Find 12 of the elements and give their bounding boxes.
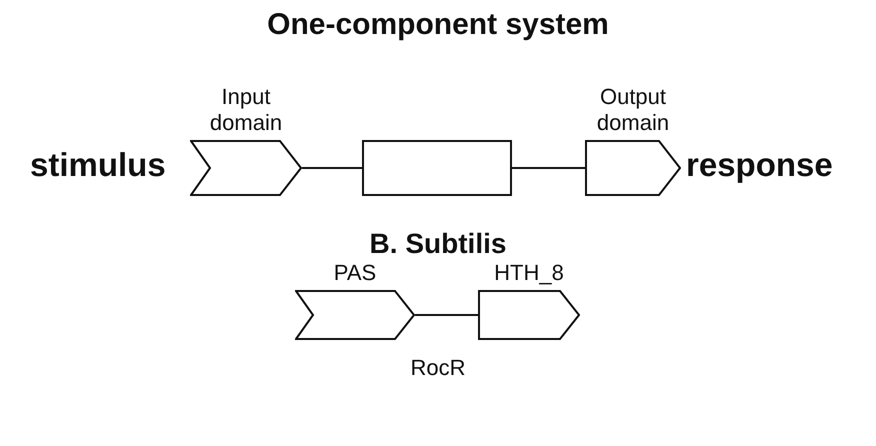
domain-label: Input domain xyxy=(208,84,284,137)
domain-label: PAS xyxy=(332,260,378,287)
domain-label: HTH_8 xyxy=(493,260,565,287)
diagram-title: One-component system xyxy=(266,8,610,42)
text-label: RocR xyxy=(409,355,466,381)
connector-line xyxy=(415,314,478,316)
connector-line xyxy=(302,167,362,169)
domain-label: Output domain xyxy=(596,84,670,137)
text-label: B. Subtilis xyxy=(368,228,508,260)
text-label: response xyxy=(686,146,833,184)
text-label: stimulus xyxy=(30,146,166,184)
connector-line xyxy=(512,167,585,169)
